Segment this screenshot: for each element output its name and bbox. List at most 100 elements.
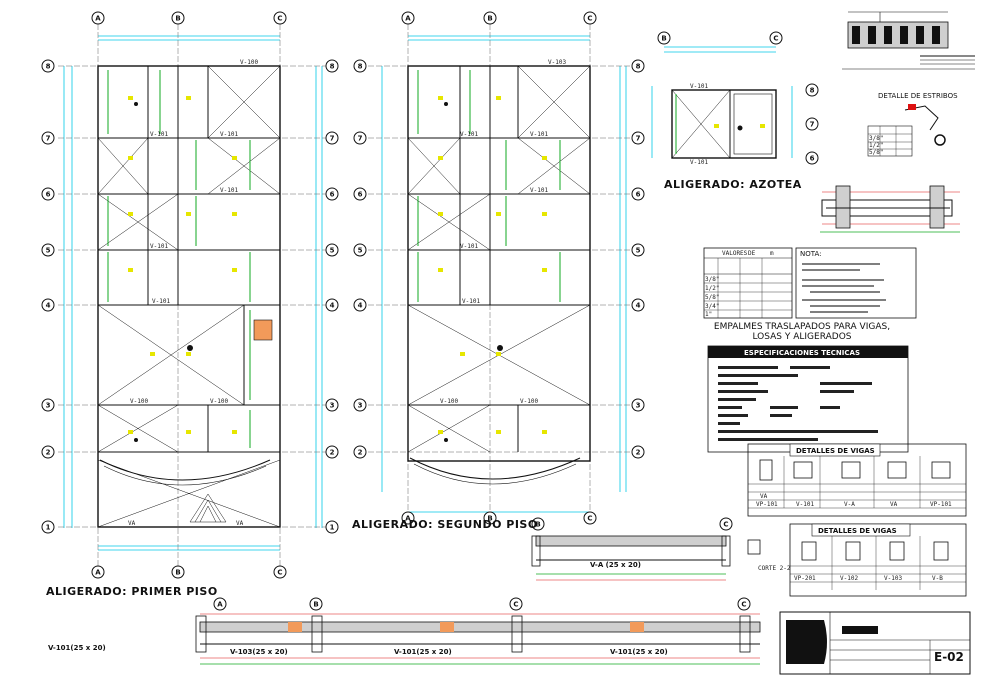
- axis-bubble: 8: [41, 59, 55, 73]
- axis-bubble-label: 7: [46, 135, 51, 143]
- axis-bubble: 5: [631, 243, 645, 257]
- axis-bubble-label: B: [175, 569, 180, 577]
- axis-bubble-label: 7: [636, 135, 641, 143]
- beam-tag: VA: [760, 493, 768, 500]
- stirrup-detail-title: DETALLE DE ESTRIBOS: [878, 92, 958, 100]
- axis-bubble: 1: [41, 520, 55, 534]
- axis-bubble-label: 6: [330, 191, 335, 199]
- axis-bubble-label: 4: [358, 302, 363, 310]
- wall-section-detail: [842, 11, 975, 70]
- axis-bubble-label: C: [513, 601, 518, 609]
- axis-bubble: 2: [41, 445, 55, 459]
- title-splices: EMPALMES TRASLAPADOS PARA VIGAS, LOSAS Y…: [704, 322, 900, 342]
- elevation-label: V-101(25 x 20): [48, 644, 106, 652]
- axis-bubble: B: [657, 31, 671, 45]
- axis-bubble: 8: [805, 83, 819, 97]
- axis-bubble: C: [769, 31, 783, 45]
- svg-text:V-101: V-101: [150, 243, 168, 250]
- axis-bubble: 8: [631, 59, 645, 73]
- axis-bubble: 2: [353, 445, 367, 459]
- axis-bubble-label: 8: [46, 63, 51, 71]
- axis-bubble: 2: [325, 445, 339, 459]
- title-splices-line1: EMPALMES TRASLAPADOS PARA VIGAS,: [713, 322, 891, 332]
- beam-tag: V-A: [844, 501, 855, 508]
- axis-bubble-label: 4: [636, 302, 641, 310]
- axis-bubble: B: [483, 511, 497, 525]
- axis-bubble-label: A: [405, 15, 411, 23]
- axis-bubble: 1: [325, 520, 339, 534]
- svg-text:V-101: V-101: [152, 298, 170, 305]
- stirrup-detail: DETALLE DE ESTRIBOS 3/8"1/2"5/8": [867, 92, 958, 157]
- axis-bubble-label: 3: [358, 402, 363, 410]
- axis-bubble: 2: [631, 445, 645, 459]
- svg-text:V-101: V-101: [530, 131, 548, 138]
- title-second-floor: ALIGERADO: SEGUNDO PISO: [352, 518, 538, 531]
- axis-bubble: 7: [805, 117, 819, 131]
- svg-text:V-100: V-100: [210, 398, 228, 405]
- elevation-label: V-103(25 x 20): [230, 648, 288, 656]
- axis-bubble-label: 5: [636, 247, 641, 255]
- axis-bubble: A: [401, 11, 415, 25]
- axis-bubble-label: 6: [46, 191, 51, 199]
- axis-bubble: 4: [325, 298, 339, 312]
- svg-text:V-101: V-101: [460, 243, 478, 250]
- axis-bubble-label: 8: [358, 63, 363, 71]
- axis-bubble: C: [583, 511, 597, 525]
- svg-text:5/8": 5/8": [869, 149, 883, 156]
- beam-elevation-va: V-A (25 x 20) CORTE 2-2: [531, 535, 791, 581]
- axis-bubble-label: B: [487, 15, 492, 23]
- axis-bubble-label: C: [587, 515, 592, 523]
- beam-tag: VP-101: [930, 501, 952, 508]
- axis-bubble: 6: [631, 187, 645, 201]
- axis-bubble: 8: [325, 59, 339, 73]
- axis-bubble-label: 7: [330, 135, 335, 143]
- long-beam-elevation: V-101(25 x 20) V-103(25 x 20) V-101(25 x…: [48, 613, 761, 665]
- axis-bubble-label: 4: [46, 302, 51, 310]
- svg-text:V-101: V-101: [460, 131, 478, 138]
- axis-bubble-label: A: [95, 15, 101, 23]
- axis-bubble: 4: [631, 298, 645, 312]
- axis-bubble: A: [401, 511, 415, 525]
- svg-text:V-100: V-100: [520, 398, 538, 405]
- axis-bubble-label: 8: [636, 63, 641, 71]
- svg-text:V-101: V-101: [220, 187, 238, 194]
- note-title: NOTA:: [800, 250, 822, 258]
- axis-bubble-label: C: [587, 15, 592, 23]
- axis-bubble-label: 2: [358, 449, 363, 457]
- axis-bubble-label: B: [313, 601, 318, 609]
- axis-bubble-label: 1: [330, 524, 335, 532]
- beam-tag: VP-101: [756, 501, 778, 508]
- axis-bubble: 5: [353, 243, 367, 257]
- plan-roof: V-101 V-101: [651, 46, 793, 166]
- axis-bubble-label: 3: [46, 402, 51, 410]
- plan-first-floor: V-100 V-101 V-101 V-101 V-101 V-101 V-10…: [58, 24, 330, 566]
- beam-tag: V-101: [796, 501, 814, 508]
- axis-bubble: 3: [325, 398, 339, 412]
- svg-text:V-101: V-101: [690, 83, 708, 90]
- axis-bubble-label: 2: [46, 449, 51, 457]
- axis-bubble: 8: [353, 59, 367, 73]
- axis-bubble-label: 6: [810, 155, 815, 163]
- axis-bubble-label: 1: [46, 524, 51, 532]
- beam-tag: V-B: [932, 575, 943, 582]
- va-beam-label: V-A (25 x 20): [590, 561, 641, 569]
- axis-bubble-label: 7: [810, 121, 815, 129]
- axis-bubble: B: [171, 565, 185, 579]
- svg-text:V-101: V-101: [462, 298, 480, 305]
- axis-bubble-label: A: [405, 515, 411, 523]
- axis-bubble: 6: [353, 187, 367, 201]
- cut-label: CORTE 2-2: [758, 565, 791, 572]
- title-roof: ALIGERADO: AZOTEA: [664, 178, 802, 191]
- axis-bubble-label: 7: [358, 135, 363, 143]
- beam-tag: VP-201: [794, 575, 816, 582]
- note-box: NOTA:: [795, 247, 917, 319]
- axis-bubble: 7: [325, 131, 339, 145]
- svg-text:1/2": 1/2": [869, 142, 883, 149]
- axis-bubble: C: [583, 11, 597, 25]
- axis-bubble: A: [91, 11, 105, 25]
- beam-tag: V-102: [840, 575, 858, 582]
- axis-bubble-label: 3: [330, 402, 335, 410]
- svg-text:V-101: V-101: [150, 131, 168, 138]
- beam-tag: V-103: [884, 575, 902, 582]
